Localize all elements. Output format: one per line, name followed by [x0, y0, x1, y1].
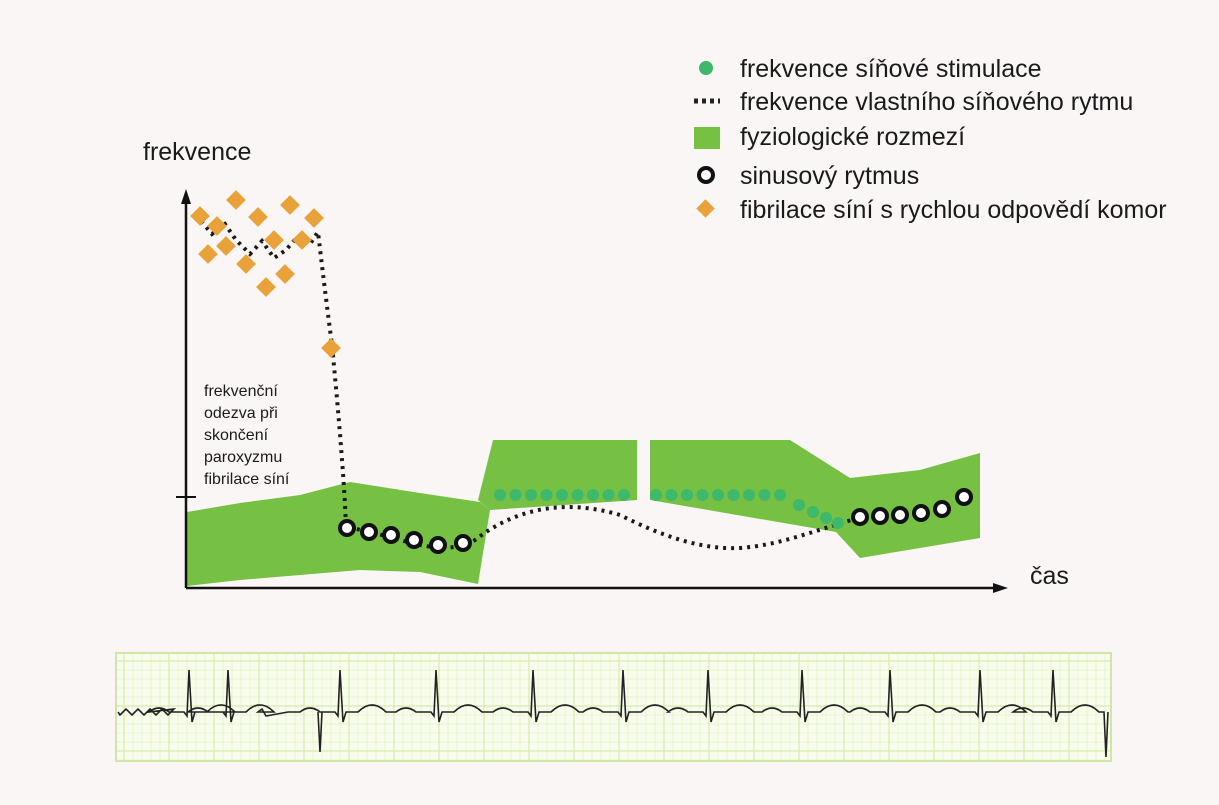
ecg-trace	[117, 669, 1109, 758]
pacing-dot-19	[793, 499, 805, 511]
af-diamond-11	[275, 264, 295, 284]
annotation-line-1: frekvenční	[204, 383, 278, 400]
x-axis-arrowhead	[993, 583, 1008, 593]
pacing-dot-6	[571, 489, 584, 501]
legend-label-physiologic: fyziologické rozmezí	[740, 123, 965, 151]
af-diamond-2	[207, 216, 227, 236]
af-diamond-8	[304, 208, 324, 228]
pacing-dot-2	[509, 489, 522, 501]
pacing-dot-5	[556, 489, 568, 501]
pacing-dot-13	[696, 489, 709, 501]
band-segment-pacing-right	[650, 440, 980, 558]
af-diamond-10	[256, 277, 276, 297]
ecg-pacing-spike	[317, 711, 323, 753]
legend-label-intrinsic: frekvence vlastního síňového rytmu	[740, 88, 1133, 116]
af-diamond-4	[216, 236, 236, 256]
ecg-paper	[115, 652, 1112, 762]
pacing-dot-17	[758, 489, 771, 501]
sinus-ring-3	[382, 526, 400, 544]
legend-black-ring-marker	[697, 166, 715, 184]
af-diamond-3	[226, 190, 246, 210]
annotation-line-5: fibrilace síní	[204, 471, 290, 488]
af-diamond-9	[236, 254, 256, 274]
annotation-line-3: skončení	[204, 427, 269, 444]
sinus-ring-markers	[338, 488, 973, 554]
pacing-dot-8	[602, 489, 615, 501]
ecg-grid	[117, 654, 1110, 761]
pacing-dot-16	[743, 489, 755, 501]
y-axis-label: frekvence	[143, 138, 251, 166]
pacing-dot-11	[665, 489, 678, 501]
pacing-dot-20	[807, 506, 819, 518]
sinus-ring-8	[871, 507, 889, 525]
pacing-dot-3	[525, 489, 537, 501]
sinus-ring-1	[338, 519, 356, 537]
legend-orange-diamond-marker	[696, 199, 715, 218]
legend-green-square-marker	[694, 127, 720, 149]
af-diamond-markers	[190, 190, 341, 358]
pacing-dot-21	[820, 512, 832, 524]
sinus-ring-4	[405, 531, 423, 549]
legend-pacing-dot-marker	[699, 61, 713, 75]
pacing-dot-4	[540, 489, 553, 501]
sinus-ring-11	[933, 500, 951, 518]
y-axis-arrowhead	[181, 189, 191, 204]
pacing-dot-1	[494, 489, 506, 501]
legend-label-af: fibrilace síní s rychlou odpovědí komor	[740, 196, 1167, 224]
axes: frekvence čas	[143, 138, 1069, 593]
pacing-dot-10	[650, 489, 662, 501]
legend-label-sinus: sinusový rytmus	[740, 162, 919, 190]
x-axis-label: čas	[1030, 562, 1069, 590]
pacing-dot-14	[712, 489, 724, 501]
sinus-ring-5	[429, 536, 447, 554]
sinus-ring-10	[912, 504, 930, 522]
sinus-ring-6	[454, 534, 472, 552]
sinus-ring-2	[360, 523, 378, 541]
ecg-strip	[115, 652, 1112, 762]
pacing-dot-18	[774, 489, 786, 501]
annotation-line-2: odezva při	[204, 405, 278, 422]
af-diamond-14	[321, 338, 341, 358]
pacing-dot-markers	[494, 489, 844, 529]
legend-label-pacing: frekvence síňové stimulace	[740, 55, 1042, 83]
sinus-ring-7	[851, 508, 869, 526]
annotation: frekvenční odezva při skončení paroxyzmu…	[204, 383, 290, 488]
pacing-dot-22	[832, 517, 844, 529]
pacing-dot-7	[587, 489, 599, 501]
annotation-line-4: paroxyzmu	[204, 449, 282, 466]
af-diamond-13	[292, 230, 312, 250]
pacing-dot-15	[727, 489, 740, 501]
sinus-ring-9	[891, 506, 909, 524]
af-diamond-12	[198, 244, 218, 264]
legend: frekvence síňové stimulace frekvence vla…	[694, 55, 1167, 224]
pacing-dot-12	[681, 489, 693, 501]
af-diamond-7	[280, 195, 300, 215]
af-diamond-6	[264, 230, 284, 250]
sinus-ring-12	[955, 488, 973, 506]
af-diamond-5	[248, 207, 268, 227]
pacing-dot-9	[618, 489, 630, 501]
af-diamond-1	[190, 206, 210, 226]
band-segment-baseline	[187, 482, 490, 586]
